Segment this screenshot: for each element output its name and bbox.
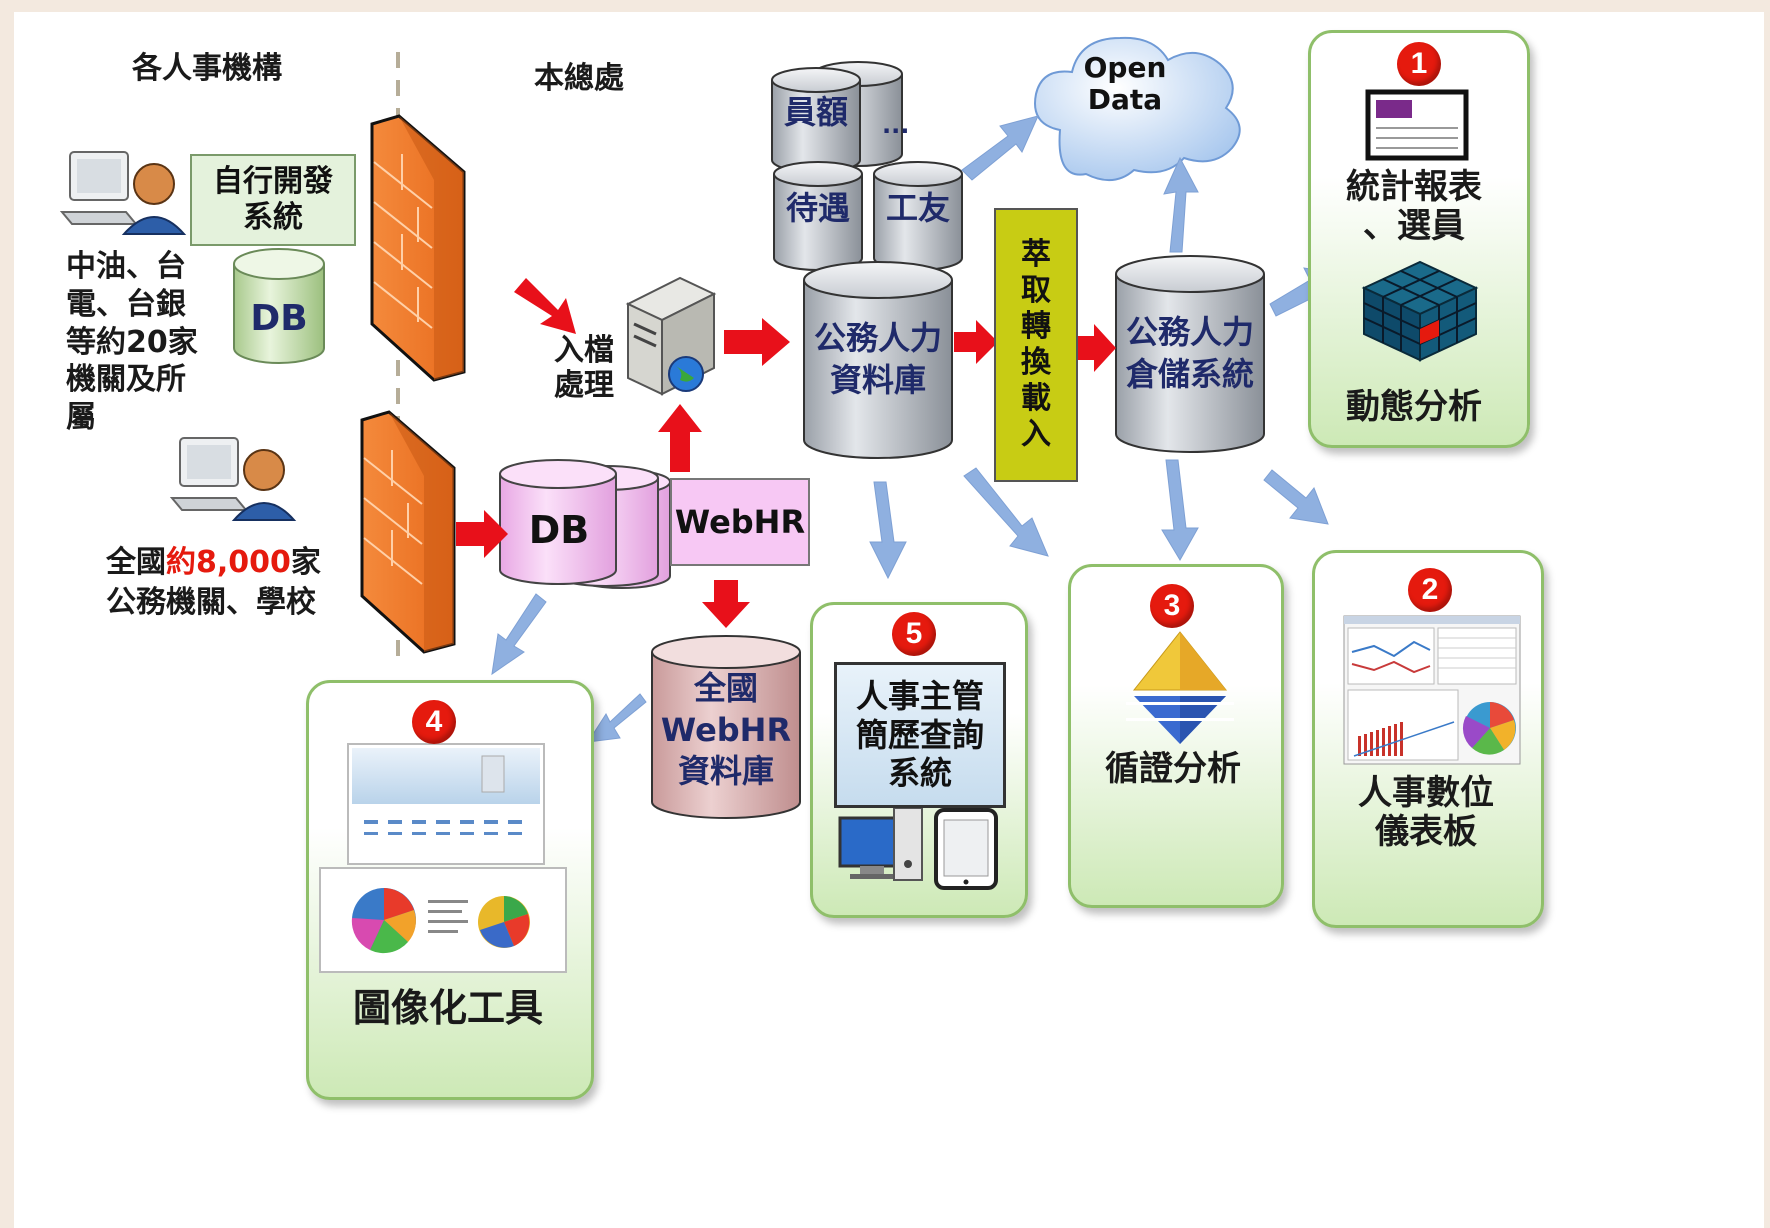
salary-label: 待遇 (785, 189, 850, 227)
blue-arrow-db-to-panel-4 (491, 593, 547, 676)
blue-arrow-to-panel-3b (963, 467, 1049, 557)
panel-visual-tools (306, 680, 594, 1100)
panel-1-label: 統計報表 、選員 (1346, 167, 1482, 247)
national-suffix: 家 (290, 545, 321, 580)
red-arrow-firewall-to-server (514, 278, 576, 334)
red-arrow-firewall-to-db (456, 510, 508, 558)
hq-header: 本總處 (534, 61, 624, 96)
civil-db-label: 公務人力 資料庫 (813, 319, 942, 399)
blue-arrow-to-panel-3 (1161, 459, 1199, 561)
badge-1: 1 (1397, 42, 1441, 86)
firewall-bottom-icon (360, 410, 456, 654)
etl-box: 萃 取 轉 換 載 入 (994, 208, 1078, 482)
red-arrow-etl-to-warehouse (1076, 324, 1116, 372)
badge-2: 2 (1408, 568, 1452, 612)
agencies-header: 各人事機構 (132, 51, 282, 86)
self-dev-system-box: 自行開發 系統 (190, 154, 356, 246)
user-computer-icon-top (59, 151, 187, 235)
open-data-cloud (1034, 36, 1241, 181)
webhr-db-cylinder (651, 635, 801, 819)
civil-db-cylinder (803, 261, 953, 459)
national-prefix: 全國 (106, 545, 166, 580)
staff-quota-label: 員額 (783, 93, 848, 131)
panel-2-label: 人事數位 儀表板 (1358, 773, 1494, 853)
red-arrow-civil-db-to-etl (954, 320, 998, 364)
red-arrows (456, 278, 1116, 628)
user-computer-icon-bottom (169, 437, 297, 521)
ellipsis-label: ... (882, 111, 910, 139)
diagram-graphics (59, 36, 1343, 819)
intake-label: 入檔 處理 (554, 333, 614, 403)
blue-arrow-to-open-data-right (1163, 156, 1199, 253)
red-arrow-server-to-civil-db (724, 318, 790, 366)
red-arrow-db-to-server (658, 404, 702, 472)
firewall-top-icon (370, 114, 466, 382)
agency-db-cylinder (233, 248, 325, 364)
blue-arrow-to-panel-5 (869, 481, 907, 580)
pink-db-label: DB (528, 508, 590, 552)
webhr-box: WebHR (670, 478, 810, 566)
warehouse-cylinder (1115, 255, 1265, 453)
panel-4-label: 圖像化工具 (352, 986, 543, 1030)
national-agencies-line2: 公務機關、學校 (106, 585, 316, 620)
server-icon (625, 276, 717, 396)
badge-5: 5 (892, 612, 936, 656)
corp-agencies-label: 中油、台 電、台銀 等約20家 機關及所 屬 (66, 249, 198, 436)
blue-arrow-to-panel-2 (1263, 469, 1329, 525)
db-small-label: DB (250, 298, 308, 339)
cylinder-staff-quota (771, 61, 903, 173)
red-arrow-webhr-to-webhr-db (702, 580, 750, 628)
worker-label: 工友 (885, 189, 950, 227)
badge-3: 3 (1150, 584, 1194, 628)
panel-1-label-2: 動態分析 (1346, 387, 1482, 427)
blue-arrow-webhr-db-to-panel-4 (587, 693, 647, 743)
blue-arrow-to-open-data-left (961, 115, 1039, 181)
open-data-label: Open Data (1083, 51, 1167, 117)
panel-3-label: 循證分析 (1105, 749, 1241, 789)
badge-4: 4 (412, 700, 456, 744)
webhr-db-label: 全國 WebHR 資料庫 (660, 669, 792, 791)
national-agencies-line1: 全國約8,000家 (106, 545, 321, 581)
national-count: 約8,000 (166, 545, 291, 580)
diagram-canvas: 1 2 3 4 5 統計報表 、選員 動態分析 人事數位 儀表板 循證分析 圖像… (14, 12, 1764, 1228)
warehouse-label: 公務人力 倉儲系統 (1125, 313, 1254, 393)
panel-5-label: 人事主管 簡歷查詢 系統 (834, 662, 1006, 808)
